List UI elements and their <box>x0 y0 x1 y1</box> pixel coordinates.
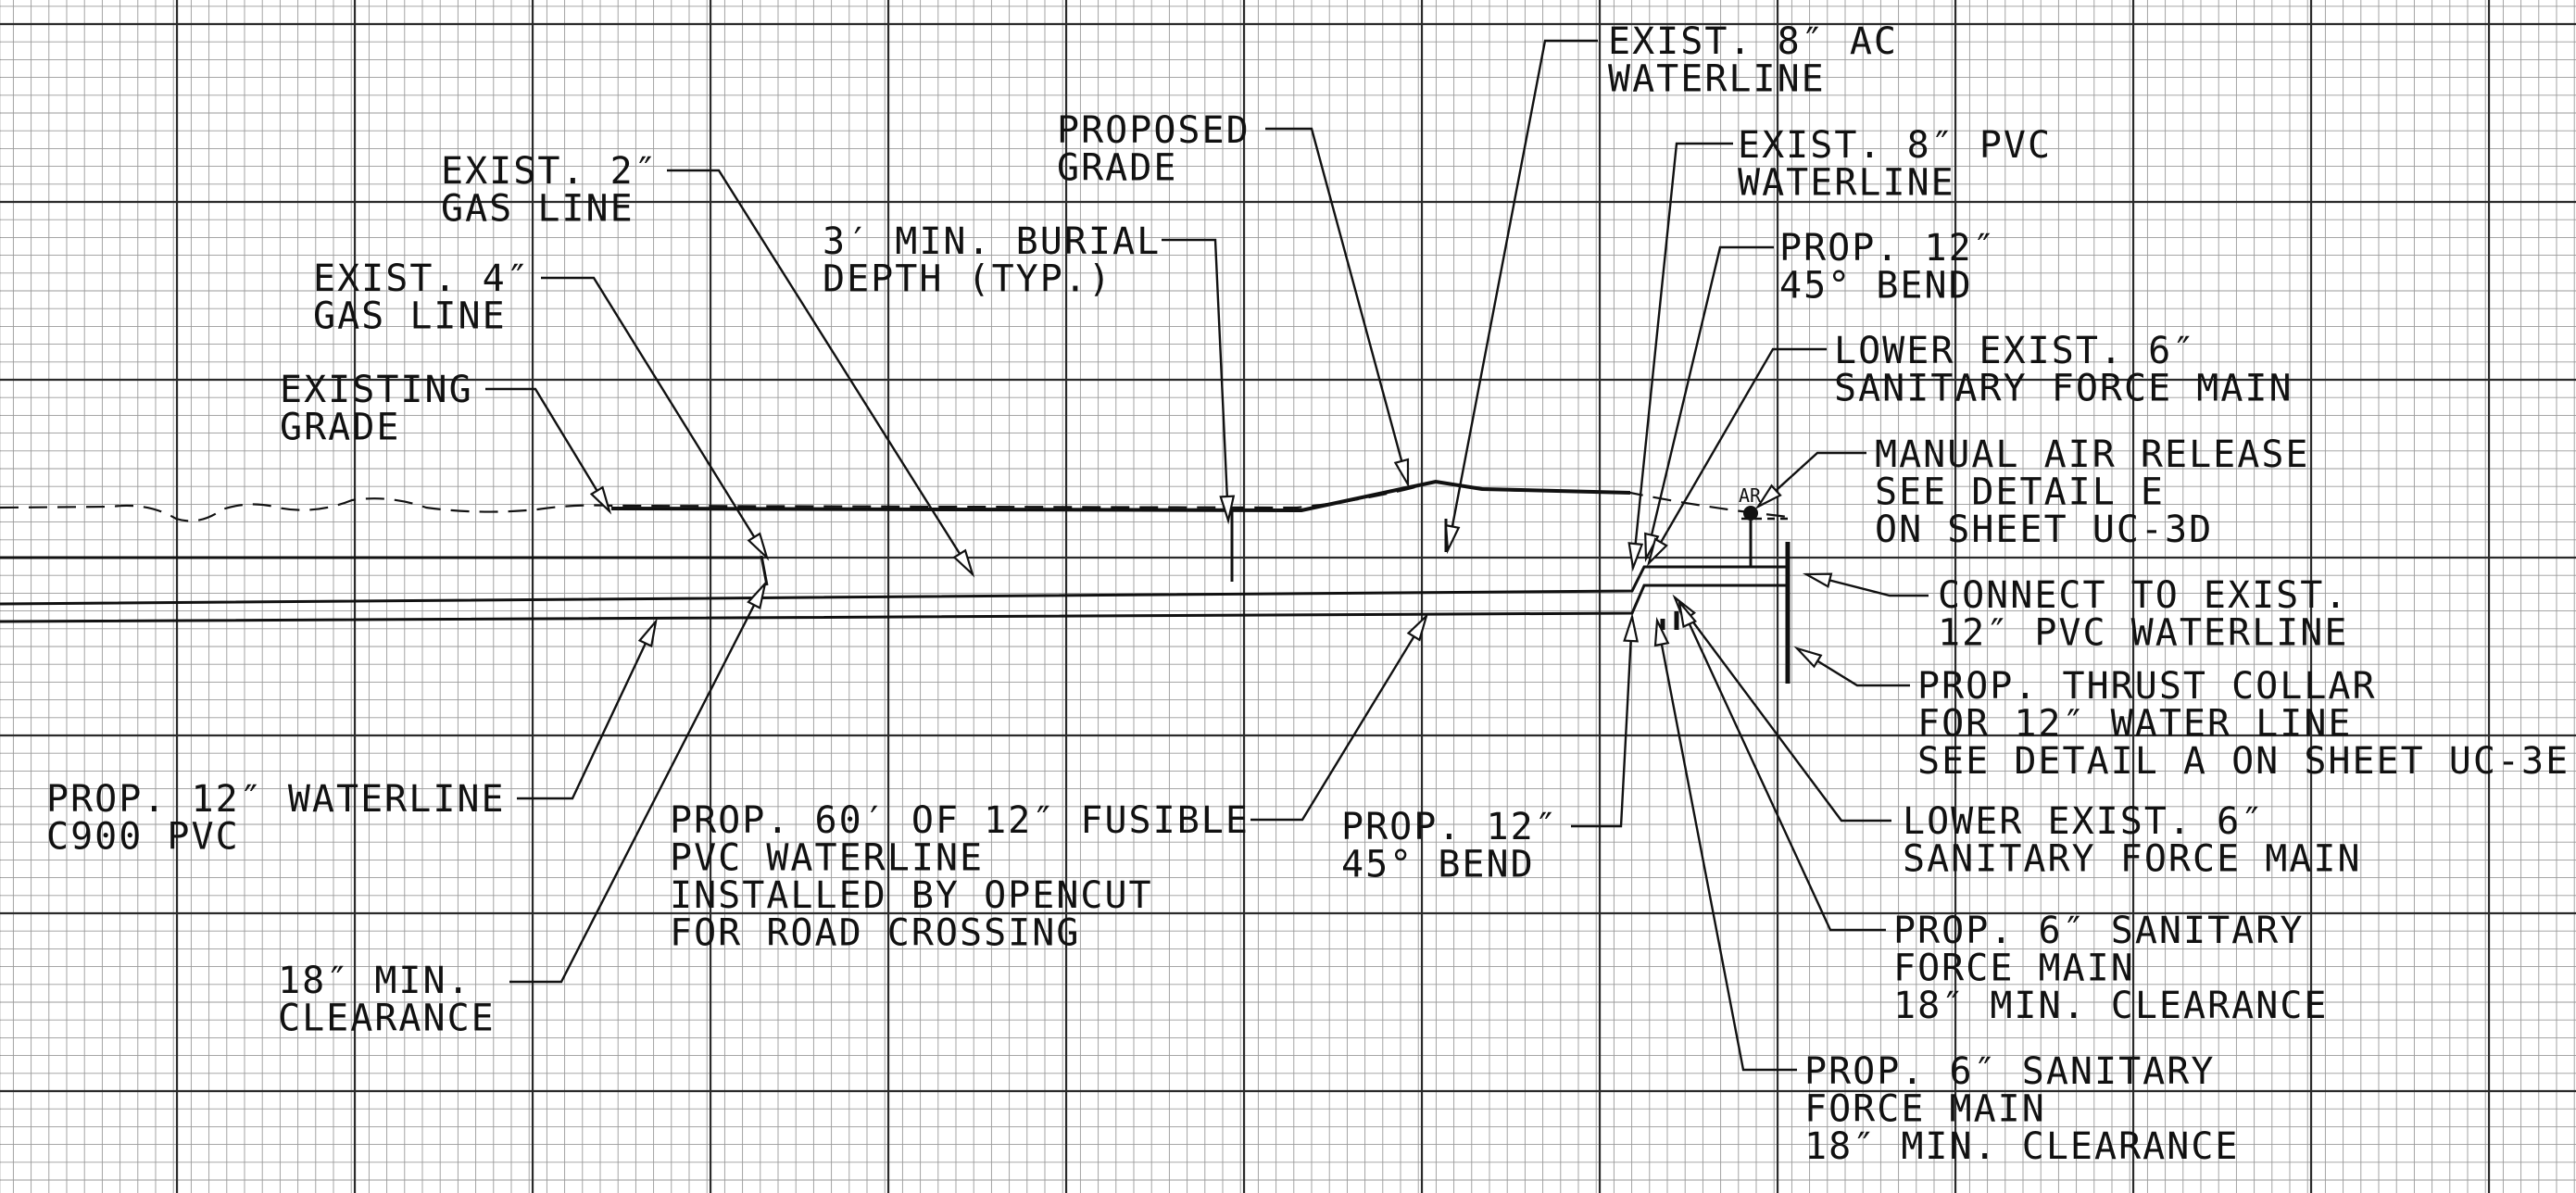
label-fusible-line-2: PVC WATERLINE <box>670 837 984 880</box>
arrowhead-sfm-top <box>1646 537 1668 567</box>
leader-exist-2-gas <box>667 169 974 575</box>
arrowhead-prop-6-sfm-1 <box>1678 598 1697 629</box>
leader-exist-4-gas <box>541 276 769 559</box>
arrowhead-exist-8-ac <box>1444 523 1461 555</box>
label-thrust-collar-line-3: SEE DETAIL A ON SHEET UC-3E <box>1917 740 2570 783</box>
proposed-grade-line <box>610 479 1631 513</box>
label-proposed-grade-line-2: GRADE <box>1057 147 1177 190</box>
air-release-tag: AR <box>1739 484 1762 507</box>
arrowhead-connect-exist <box>1802 572 1833 588</box>
label-lower-sfm-top-line-2: SANITARY FORCE MAIN <box>1834 368 2293 410</box>
label-connect-exist-line-2: 12″ PVC WATERLINE <box>1938 612 2348 655</box>
leader-sfm-bottom <box>1674 596 1891 823</box>
label-lower-sfm-bottom-line-1: LOWER EXIST. 6″ <box>1903 800 2265 843</box>
prop-waterline-lower <box>0 584 1788 623</box>
label-air-release-line-3: ON SHEET UC-3D <box>1875 509 2213 551</box>
label-exist-8-ac-line-1: EXIST. 8″ AC <box>1608 20 1898 63</box>
label-fusible-line-4: FOR ROAD CROSSING <box>670 912 1080 955</box>
label-prop-waterline-line-1: PROP. 12″ WATERLINE <box>46 778 506 821</box>
leader-connect-exist <box>1805 572 1929 597</box>
label-exist-8-ac-line-2: WATERLINE <box>1608 58 1826 101</box>
label-exist-4-gas-line-1: EXIST. 4″ <box>313 257 531 300</box>
label-fusible-line-1: PROP. 60′ OF 12″ FUSIBLE <box>670 799 1250 842</box>
leader-exist-8-pvc <box>1631 142 1733 569</box>
leader-clearance-18 <box>509 583 767 984</box>
label-air-release-line-1: MANUAL AIR RELEASE <box>1875 433 2309 476</box>
label-prop-45-bend-bottom-line-1: PROP. 12″ <box>1341 806 1559 848</box>
existing-grade-line <box>0 480 1789 522</box>
label-exist-4-gas-line-2: GAS LINE <box>313 295 507 338</box>
leader-lines <box>485 39 1929 1072</box>
arrowhead-exist-8-pvc <box>1627 542 1644 572</box>
leader-prop-waterline <box>517 621 658 800</box>
leader-burial-depth <box>1162 238 1230 521</box>
label-prop-6-sfm-2-line-3: 18″ MIN. CLEARANCE <box>1804 1125 2239 1168</box>
leader-sfm-top <box>1647 347 1827 564</box>
leader-exist-8-ac <box>1446 39 1598 551</box>
label-thrust-collar-line-2: FOR 12″ WATER LINE <box>1917 703 2352 746</box>
arrowhead-exist-2-gas <box>952 548 975 578</box>
leader-air-release <box>1757 451 1866 508</box>
arrowhead-existing-grade <box>589 485 612 515</box>
arrowhead-burial-depth <box>1219 495 1236 525</box>
label-burial-depth-line-2: DEPTH (TYP.) <box>823 258 1112 301</box>
label-lower-sfm-bottom-line-2: SANITARY FORCE MAIN <box>1903 838 2362 881</box>
label-prop-45-bend-top-line-1: PROP. 12″ <box>1779 227 1997 270</box>
label-min-clearance-18-line-2: CLEARANCE <box>278 998 496 1040</box>
label-existing-grade-line-1: EXISTING <box>280 369 473 411</box>
label-thrust-collar-line-1: PROP. THRUST COLLAR <box>1917 665 2377 708</box>
label-exist-8-pvc-line-2: WATERLINE <box>1738 162 1955 205</box>
label-air-release-line-2: SEE DETAIL E <box>1875 471 2165 514</box>
leader-proposed-grade <box>1265 127 1410 485</box>
label-exist-2-gas-line-2: GAS LINE <box>441 188 635 231</box>
label-prop-waterline-line-2: C900 PVC <box>46 816 240 859</box>
label-lower-sfm-top-line-1: LOWER EXIST. 6″ <box>1834 330 2196 372</box>
label-exist-2-gas-line-1: EXIST. 2″ <box>441 150 659 193</box>
label-exist-8-pvc-line-1: EXIST. 8″ PVC <box>1738 124 2052 167</box>
label-prop-6-sfm-2-line-2: FORCE MAIN <box>1804 1088 2046 1131</box>
label-connect-exist-line-1: CONNECT TO EXIST. <box>1938 574 2348 617</box>
label-prop-6-sfm-2-line-1: PROP. 6″ SANITARY <box>1804 1050 2215 1093</box>
label-fusible-line-3: INSTALLED BY OPENCUT <box>670 874 1153 917</box>
arrowhead-thrust-collar <box>1793 646 1823 669</box>
label-prop-6-sfm-1-line-1: PROP. 6″ SANITARY <box>1893 910 2304 952</box>
leader-bend-bottom <box>1571 616 1634 828</box>
leader-existing-grade <box>485 387 611 512</box>
leader-bend-top <box>1644 245 1774 559</box>
arrowhead-fusible <box>1406 612 1429 642</box>
label-prop-45-bend-bottom-line-2: 45° BEND <box>1341 844 1535 886</box>
air-release-valve <box>1743 506 1758 521</box>
arrowhead-prop-6-sfm-2 <box>1653 616 1670 647</box>
label-existing-grade-line-2: GRADE <box>280 407 400 449</box>
label-prop-45-bend-top-line-2: 45° BEND <box>1779 265 1973 308</box>
prop-waterline-upper <box>0 565 1788 606</box>
arrowhead-clearance-18 <box>747 580 767 609</box>
arrowhead-prop-waterline <box>637 618 658 648</box>
label-prop-6-sfm-1-line-3: 18″ MIN. CLEARANCE <box>1893 985 2328 1027</box>
arrowhead-proposed-grade <box>1393 458 1410 489</box>
arrowhead-exist-4-gas <box>747 532 770 561</box>
label-proposed-grade-line-1: PROPOSED <box>1057 109 1250 152</box>
label-prop-6-sfm-1-line-2: FORCE MAIN <box>1893 948 2135 990</box>
arrowhead-air-release <box>1754 483 1782 509</box>
exist-gas-2-end <box>760 555 769 586</box>
label-min-clearance-18-line-1: 18″ MIN. <box>278 960 471 1002</box>
leader-fusible <box>1250 615 1428 822</box>
leader-prop-6-sfm-1 <box>1678 601 1886 932</box>
label-burial-depth-line-1: 3′ MIN. BURIAL <box>823 220 1161 263</box>
leader-prop-6-sfm-2 <box>1655 620 1797 1072</box>
arrowhead-bend-bottom <box>1623 612 1639 643</box>
